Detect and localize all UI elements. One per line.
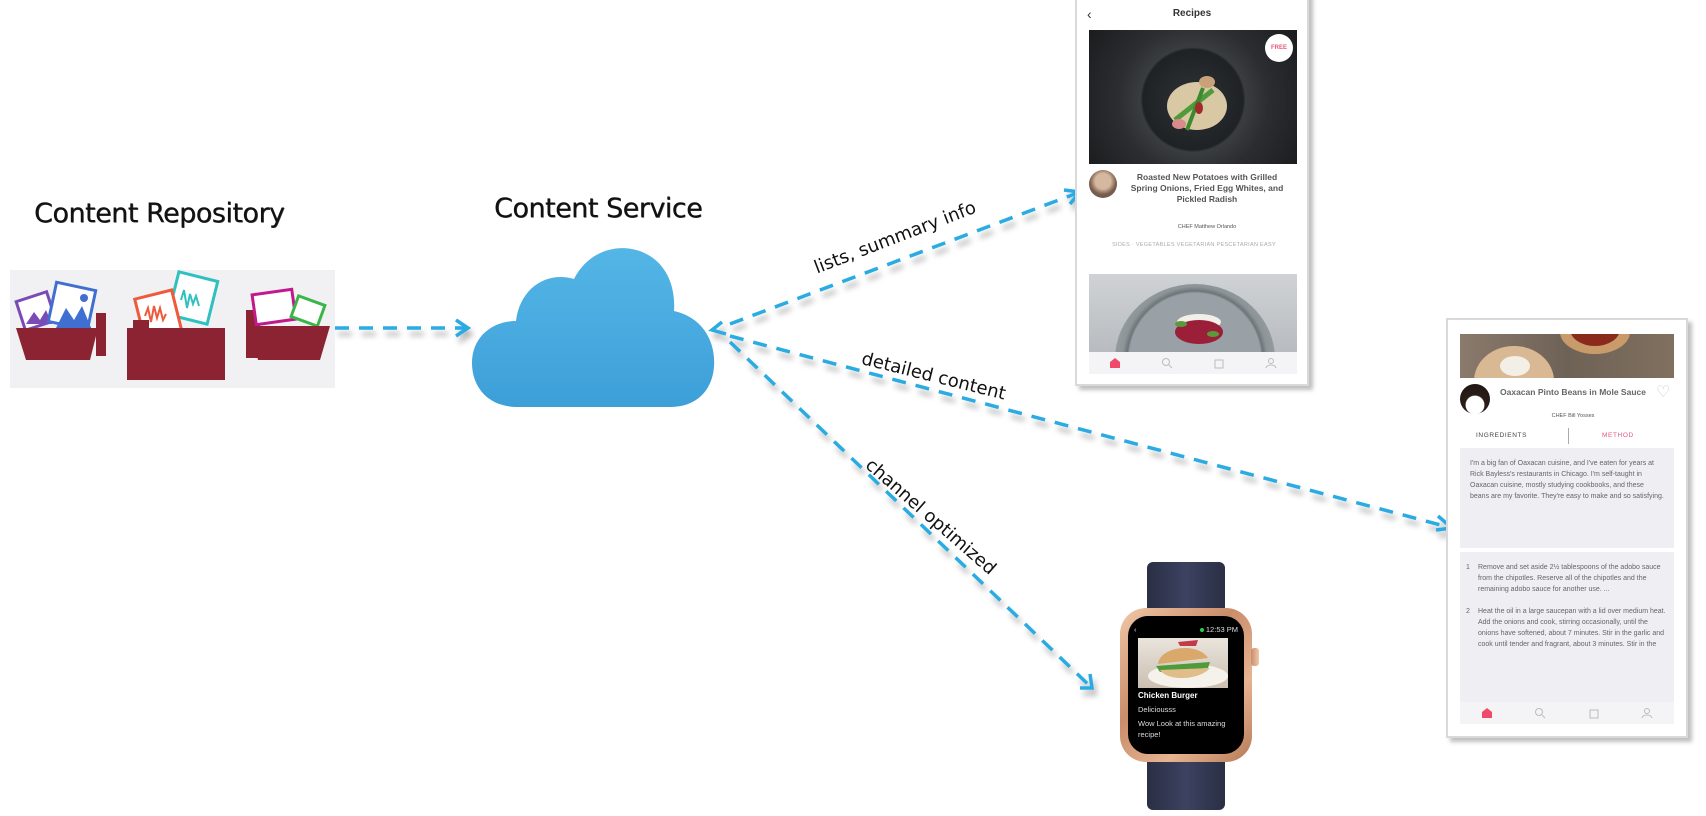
heart-icon[interactable]: ♡ bbox=[1656, 384, 1671, 401]
repository-title: Content Repository bbox=[34, 198, 285, 229]
chef-name: CHEF Bill Yosses bbox=[1551, 413, 1595, 419]
free-badge: FREE bbox=[1265, 34, 1293, 62]
method-steps: 1 Remove and set aside 2½ tablespoons of… bbox=[1460, 552, 1674, 702]
watch-status-bar: ‹ 12:53 PM bbox=[1134, 625, 1238, 634]
beans bbox=[1500, 356, 1530, 376]
arrowhead-service-back bbox=[708, 320, 727, 336]
watch-recipe-subtitle: Deliciousss bbox=[1138, 705, 1176, 714]
chef-name: CHEF Matthew Orlando bbox=[1177, 224, 1237, 230]
watch-strap-top bbox=[1147, 562, 1225, 612]
phone-list-screen: ‹ Recipes FREE Roasted New Potatoes with… bbox=[1075, 0, 1309, 386]
recipe-title[interactable]: Roasted New Potatoes with Grilled Spring… bbox=[1130, 172, 1284, 204]
profile-tab-icon[interactable] bbox=[1641, 707, 1653, 719]
watch-strap-bottom bbox=[1147, 758, 1225, 810]
screen-title: Recipes bbox=[1172, 8, 1212, 19]
watch-crown bbox=[1251, 648, 1259, 666]
tab-divider bbox=[1568, 428, 1569, 444]
arrowhead-service bbox=[455, 318, 472, 338]
recipe-intro: I'm a big fan of Oaxacan cuisine, and I'… bbox=[1460, 448, 1674, 548]
chef-avatar bbox=[1089, 170, 1117, 198]
arrow-service-to-phone-detail bbox=[729, 334, 1453, 530]
chevron-left-icon[interactable]: ‹ bbox=[1087, 6, 1092, 22]
watch-back-icon[interactable]: ‹ bbox=[1134, 625, 1137, 634]
bag-tab-icon[interactable] bbox=[1588, 707, 1600, 719]
phone-detail-screen: Oaxacan Pinto Beans in Mole Sauce ♡ CHEF… bbox=[1446, 318, 1688, 738]
recipe-image[interactable]: FREE bbox=[1089, 30, 1297, 164]
image-folder-icon bbox=[14, 280, 106, 360]
tab-bar bbox=[1460, 702, 1674, 724]
home-tab-icon[interactable] bbox=[1481, 707, 1493, 719]
audio-folder-icon bbox=[127, 270, 225, 380]
recipe-header-image bbox=[1460, 334, 1674, 378]
burger-icon bbox=[1148, 640, 1228, 688]
watch-screen: ‹ 12:53 PM Chicken Burger Deliciousss Wo… bbox=[1128, 616, 1244, 754]
method-step: 1 Remove and set aside 2½ tablespoons of… bbox=[1466, 562, 1668, 595]
arrow-service-to-watch bbox=[728, 340, 1094, 690]
home-tab-icon[interactable] bbox=[1109, 357, 1121, 369]
search-tab-icon[interactable] bbox=[1161, 357, 1173, 369]
step-number: 1 bbox=[1466, 564, 1470, 571]
chef-avatar bbox=[1460, 384, 1490, 414]
recipe-title: Oaxacan Pinto Beans in Mole Sauce bbox=[1500, 387, 1646, 397]
arrowhead-watch bbox=[1080, 673, 1095, 690]
step-number: 2 bbox=[1466, 608, 1470, 615]
cloud-icon bbox=[472, 248, 715, 407]
search-tab-icon[interactable] bbox=[1534, 707, 1546, 719]
arrow-service-to-phone-list bbox=[729, 190, 1081, 326]
bag-tab-icon[interactable] bbox=[1213, 357, 1225, 369]
tab-ingredients[interactable]: INGREDIENTS bbox=[1476, 432, 1528, 439]
service-title: Content Service bbox=[494, 193, 703, 224]
step-text: Remove and set aside 2½ tablespoons of t… bbox=[1478, 564, 1661, 593]
status-dot-icon bbox=[1199, 628, 1204, 633]
beet-dish-icon bbox=[1175, 314, 1223, 344]
method-step: 2 Heat the oil in a large saucepan with … bbox=[1466, 606, 1668, 650]
watch-recipe-title: Chicken Burger bbox=[1138, 691, 1198, 700]
tab-method[interactable]: METHOD bbox=[1602, 432, 1634, 439]
food-photo-icon bbox=[1167, 76, 1227, 131]
watch-recipe-photo bbox=[1138, 638, 1228, 688]
tab-bar bbox=[1089, 352, 1297, 374]
recipe-tags: SIDES · VEGETABLES VEGETARIAN PESCETARIA… bbox=[1112, 242, 1276, 248]
sauce bbox=[1570, 334, 1620, 346]
watch-recipe-description: Wow Look at this amazing recipe! bbox=[1138, 719, 1226, 739]
recipe-image-2[interactable] bbox=[1089, 274, 1297, 352]
step-text: Heat the oil in a large saucepan with a … bbox=[1478, 608, 1666, 648]
profile-tab-icon[interactable] bbox=[1265, 357, 1277, 369]
watch-time: 12:53 PM bbox=[1205, 625, 1238, 634]
video-folder-icon bbox=[246, 287, 330, 360]
